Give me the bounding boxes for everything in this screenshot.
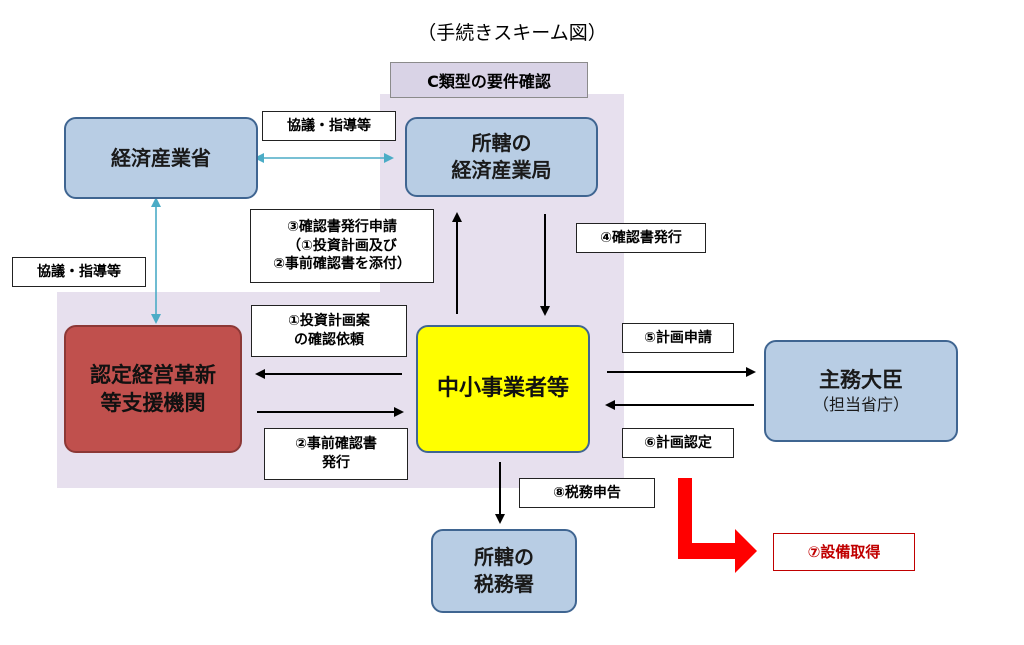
regional-bureau-line1: 所轄の xyxy=(471,131,532,155)
label-step3-line1: ③確認書発行申請 xyxy=(287,218,397,235)
support-org-line1: 認定経営革新 xyxy=(90,362,216,387)
meti-label: 経済産業省 xyxy=(111,145,211,170)
arrow-step7 xyxy=(678,478,757,573)
label-step6: ⑥計画認定 xyxy=(622,428,734,458)
sme-node: 中小事業者等 xyxy=(416,325,590,453)
regional-bureau-node: 所轄の 経済産業局 xyxy=(405,117,598,197)
label-step1-line1: ①投資計画案 xyxy=(288,313,370,330)
label-step5: ⑤計画申請 xyxy=(622,323,734,353)
label-step1: ①投資計画案 の確認依頼 xyxy=(251,305,407,357)
tax-office-node: 所轄の 税務署 xyxy=(431,529,577,613)
label-step3-line2: （①投資計画及び xyxy=(287,237,397,254)
label-step4: ④確認書発行 xyxy=(576,223,706,253)
regional-bureau-line2: 経済産業局 xyxy=(451,158,552,182)
meti-node: 経済産業省 xyxy=(64,117,258,199)
tax-office-line2: 税務署 xyxy=(474,572,534,596)
label-step2-line2: 発行 xyxy=(322,455,350,471)
diagram-title: （手続きスキーム図） xyxy=(417,22,607,44)
minister-line2: （担当省庁） xyxy=(812,395,909,415)
label-step1-line2: の確認依頼 xyxy=(294,332,364,348)
support-org-node: 認定経営革新 等支援機関 xyxy=(64,325,242,453)
label-step7: ⑦設備取得 xyxy=(773,533,915,571)
label-consult-left: 協議・指導等 xyxy=(12,257,146,287)
sme-label: 中小事業者等 xyxy=(436,376,569,402)
minister-line1: 主務大臣 xyxy=(819,368,903,393)
label-step2-line1: ②事前確認書 xyxy=(295,436,377,453)
tax-office-line1: 所轄の xyxy=(474,545,534,569)
label-step2: ②事前確認書 発行 xyxy=(264,428,408,480)
minister-node: 主務大臣 （担当省庁） xyxy=(764,340,958,442)
c-type-header: C類型の要件確認 xyxy=(390,62,588,98)
label-step8: ⑧税務申告 xyxy=(519,478,655,508)
support-org-line2: 等支援機関 xyxy=(100,391,206,415)
label-step3: ③確認書発行申請 （①投資計画及び ②事前確認書を添付） xyxy=(250,209,434,283)
label-consult-top: 協議・指導等 xyxy=(262,111,396,141)
label-step3-line3: ②事前確認書を添付） xyxy=(273,256,411,273)
